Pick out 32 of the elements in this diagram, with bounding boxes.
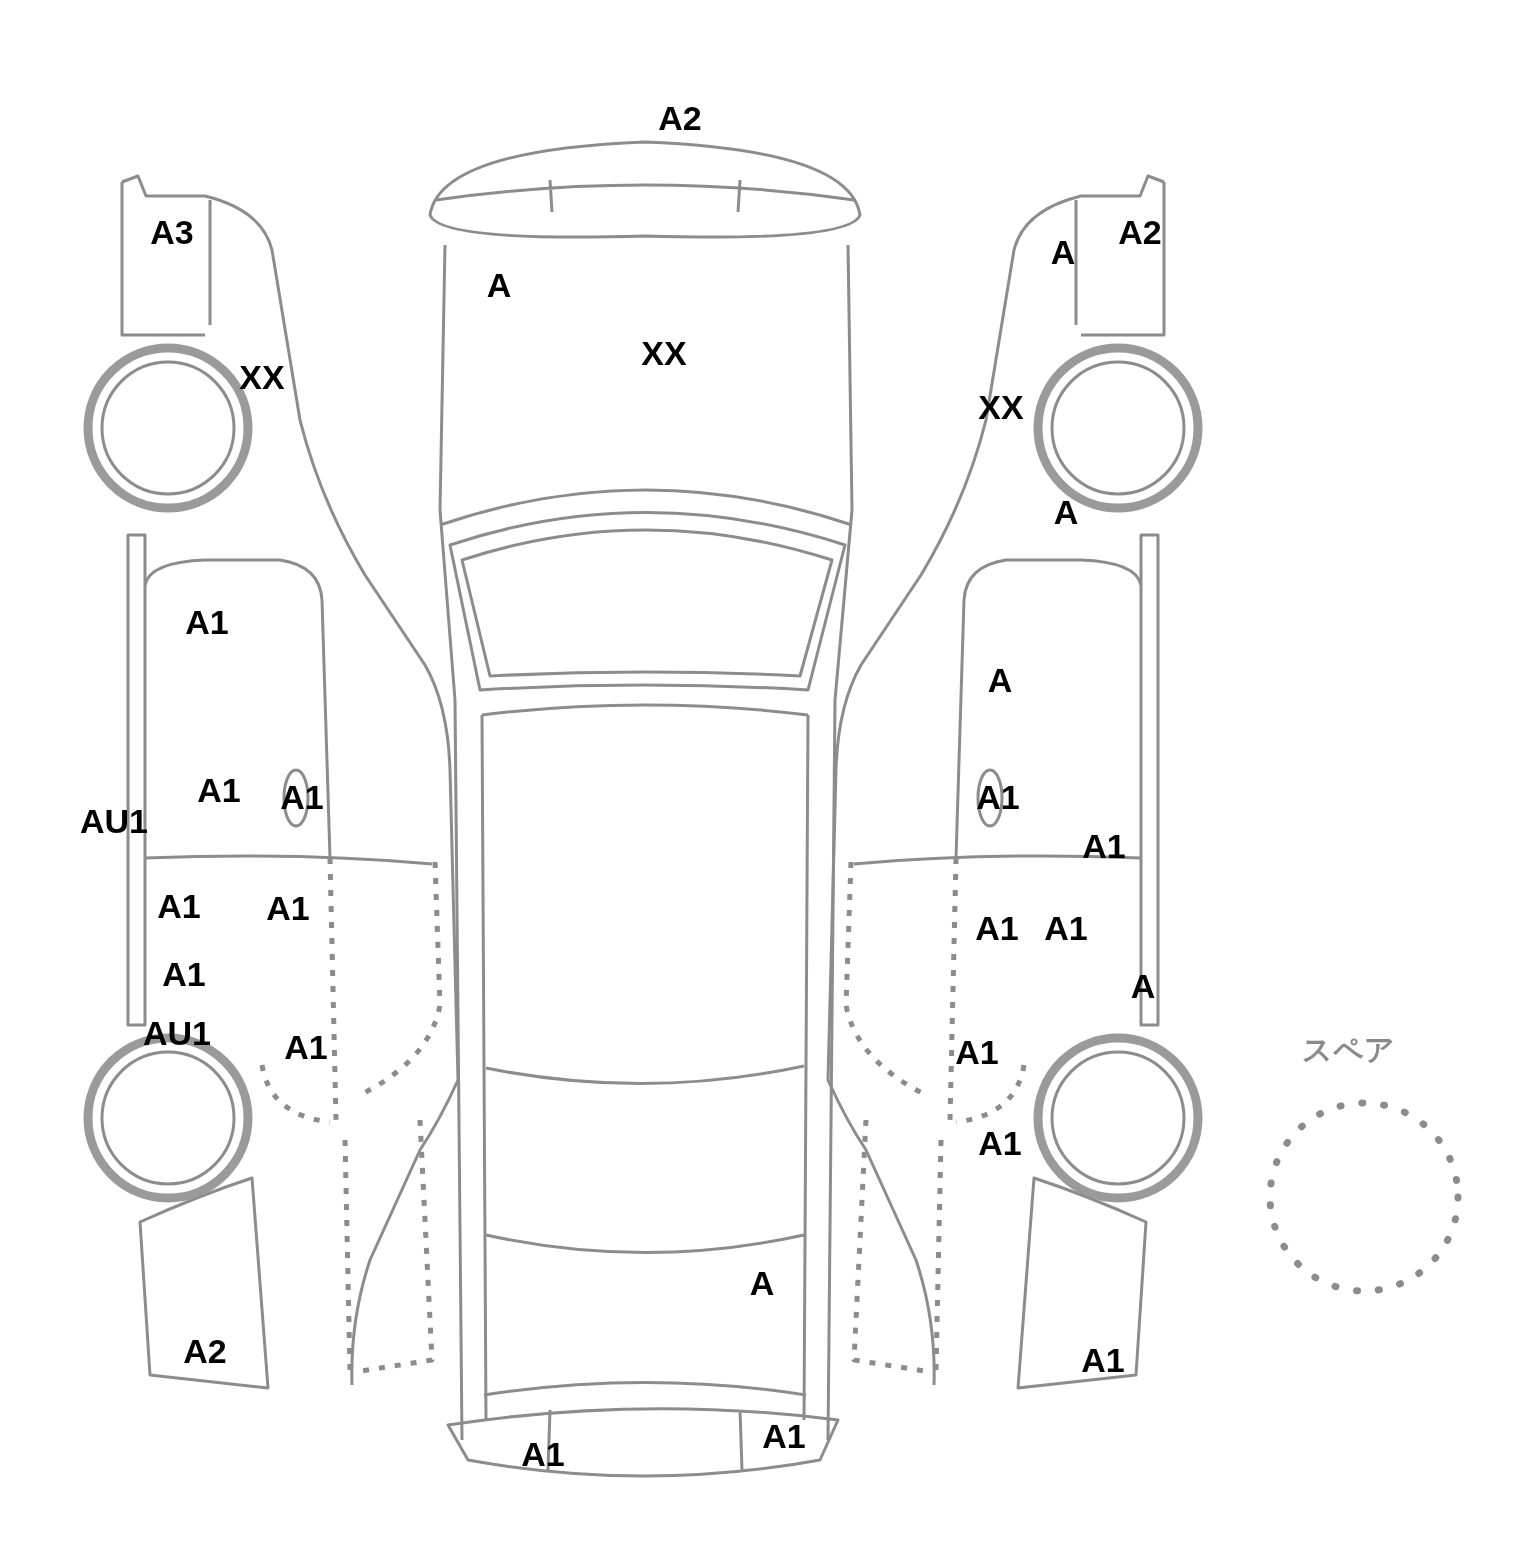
- damage-code: A1: [978, 1126, 1022, 1160]
- damage-code: A1: [266, 891, 310, 925]
- damage-code: A2: [658, 101, 702, 135]
- damage-code: A1: [975, 911, 1019, 945]
- damage-code: A1: [762, 1419, 806, 1453]
- damage-code: A1: [280, 780, 324, 814]
- damage-code: A: [1053, 495, 1079, 529]
- damage-code: A: [1050, 235, 1076, 269]
- damage-code: A1: [1081, 1343, 1125, 1377]
- damage-code: XX: [978, 390, 1024, 424]
- damage-code: A1: [1082, 829, 1126, 863]
- damage-code: A: [1130, 969, 1156, 1003]
- damage-code: A1: [976, 780, 1020, 814]
- damage-code: A1: [1044, 911, 1088, 945]
- damage-code: A: [987, 663, 1013, 697]
- damage-code: A1: [197, 773, 241, 807]
- damage-code: A1: [157, 889, 201, 923]
- damage-code: A3: [150, 215, 194, 249]
- damage-code: A2: [183, 1334, 227, 1368]
- damage-code: A1: [955, 1035, 999, 1069]
- damage-code: XX: [641, 336, 687, 370]
- damage-code: A1: [185, 605, 229, 639]
- damage-code: A1: [284, 1030, 328, 1064]
- spare-tire-label: スペア: [1302, 1035, 1395, 1065]
- damage-code: A: [749, 1266, 775, 1300]
- damage-code: A1: [521, 1437, 565, 1471]
- damage-code: AU1: [143, 1016, 211, 1050]
- damage-code: A: [486, 268, 512, 302]
- damage-code: AU1: [80, 804, 148, 838]
- damage-code: XX: [239, 360, 285, 394]
- damage-code: A1: [162, 957, 206, 991]
- damage-code: A2: [1118, 215, 1162, 249]
